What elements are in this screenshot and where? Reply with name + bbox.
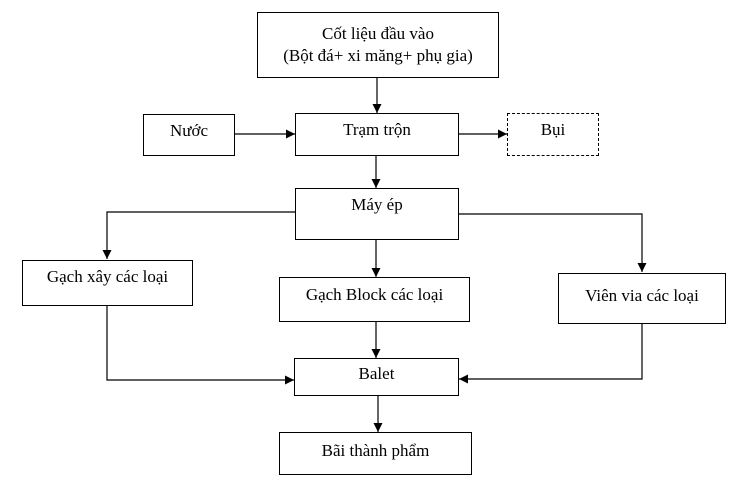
node-dust-label: Bụi bbox=[540, 120, 566, 139]
node-finished-yard-label: Bãi thành phẩm bbox=[321, 441, 430, 460]
node-paving-tiles: Viên via các loại bbox=[558, 273, 726, 324]
node-paving-tiles-label: Viên via các loại bbox=[585, 286, 699, 305]
node-mixing-station-label: Trạm trộn bbox=[343, 120, 411, 139]
node-input-materials: Cốt liệu đầu vào (Bột đá+ xi măng+ phụ g… bbox=[257, 12, 499, 78]
node-block-bricks: Gạch Block các loại bbox=[279, 277, 470, 322]
node-bricks-label: Gạch xây các loại bbox=[46, 267, 169, 286]
edge-brick-to-pallet bbox=[106, 306, 294, 385]
edge-paver-to-pallet bbox=[459, 324, 643, 384]
node-pallet-label: Balet bbox=[358, 364, 395, 383]
node-water: Nước bbox=[143, 114, 235, 156]
node-dust: Bụi bbox=[507, 113, 599, 156]
node-press-machine: Máy ép bbox=[295, 188, 459, 240]
node-bricks: Gạch xây các loại bbox=[22, 260, 193, 306]
node-finished-yard: Bãi thành phẩm bbox=[279, 432, 472, 475]
node-block-bricks-label: Gạch Block các loại bbox=[305, 285, 444, 304]
edge-press-to-brick bbox=[102, 211, 295, 259]
node-input-title: Cốt liệu đầu vào bbox=[322, 24, 434, 43]
edge-press-to-paver bbox=[459, 213, 647, 272]
node-mixing-station: Trạm trộn bbox=[295, 113, 459, 156]
node-press-machine-label: Máy ép bbox=[351, 195, 403, 214]
node-pallet: Balet bbox=[294, 358, 459, 396]
node-input-subtitle: (Bột đá+ xi măng+ phụ gia) bbox=[283, 46, 473, 65]
node-water-label: Nước bbox=[169, 121, 209, 140]
